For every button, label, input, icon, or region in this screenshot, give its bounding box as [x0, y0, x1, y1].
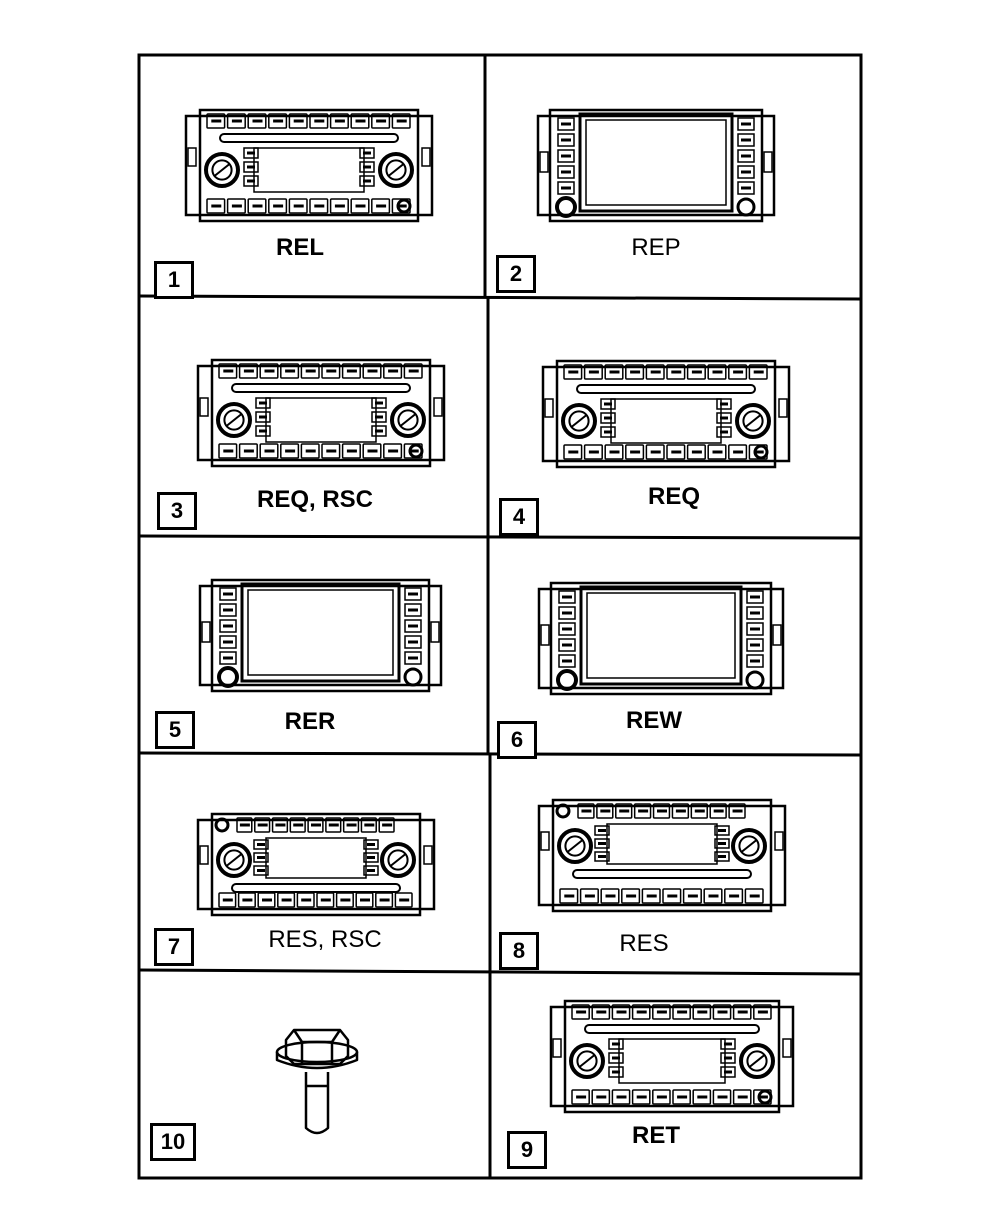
radio-cd-unit[interactable] — [549, 999, 795, 1114]
radio-cd-unit[interactable] — [196, 358, 446, 468]
bolt-part[interactable] — [272, 1020, 362, 1140]
cell-2: REP 2 — [486, 56, 860, 296]
callout-number: 9 — [507, 1131, 547, 1169]
radio-screen-unit[interactable] — [536, 108, 776, 223]
cell-10: 10 — [140, 972, 490, 1177]
part-code: REP — [631, 234, 681, 261]
radio-screen-unit[interactable] — [198, 578, 443, 693]
part-code: RET — [632, 1122, 680, 1149]
cell-3: REQ, RSC 3 — [140, 298, 488, 536]
radio-cd-unit[interactable] — [541, 359, 791, 469]
callout-number: 6 — [497, 721, 537, 759]
callout-number: 4 — [499, 498, 539, 536]
radio-screen-unit[interactable] — [537, 581, 785, 696]
cell-8: RES 8 — [491, 756, 860, 973]
cell-5: RER 5 — [140, 538, 488, 754]
radio-cd-unit[interactable] — [184, 108, 434, 223]
part-code: REW — [626, 707, 682, 734]
callout-number: 10 — [150, 1123, 196, 1161]
callout-number: 2 — [496, 255, 536, 293]
cell-4: REQ 4 — [489, 299, 860, 537]
callout-number: 3 — [157, 492, 197, 530]
radio-bottom-unit[interactable] — [196, 812, 436, 917]
callout-number: 7 — [154, 928, 194, 966]
part-code: REQ, RSC — [256, 486, 373, 513]
callout-number: 5 — [155, 711, 195, 749]
part-code: REQ — [647, 483, 700, 510]
part-code: RES — [619, 930, 669, 957]
cell-6: REW 6 — [489, 539, 860, 759]
radio-bottom-unit[interactable] — [537, 798, 787, 913]
cell-7: RES, RSC 7 — [140, 756, 490, 971]
callout-number: 1 — [154, 261, 194, 299]
cell-1: REL 1 — [140, 56, 485, 299]
part-code: REL — [276, 234, 324, 261]
part-code: RER — [284, 708, 336, 735]
part-code: RES, RSC — [268, 926, 382, 953]
callout-number: 8 — [499, 932, 539, 970]
cell-9: RET 9 — [491, 975, 860, 1177]
